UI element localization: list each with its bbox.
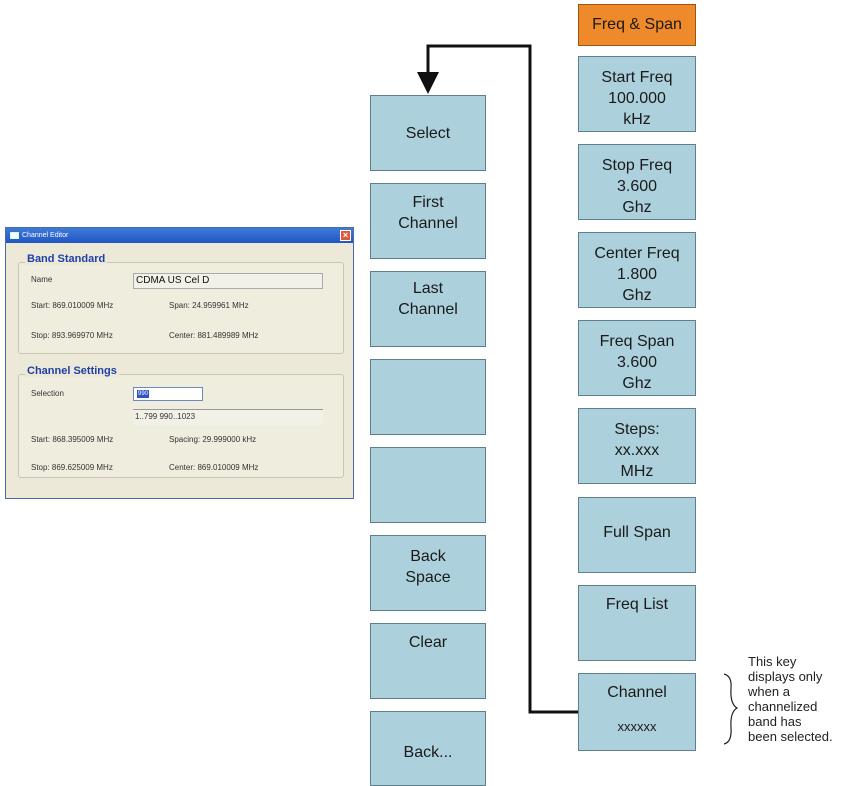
note-brace [723,673,739,745]
steps-key[interactable]: Steps: xx.xxx MHz [578,408,696,484]
channel-editor-dialog: Channel Editor × Band Standard Name CDMA… [5,227,354,499]
clear-key[interactable]: Clear [370,623,486,699]
selection-input[interactable]: 990 [133,387,203,401]
window-icon [10,232,19,239]
last-channel-key[interactable]: Last Channel [370,271,486,347]
band-center-value: Center: 881.489989 MHz [169,331,259,340]
dialog-title-bar: Channel Editor × [6,228,353,243]
select-key[interactable]: Select [370,95,486,171]
band-standard-group: Band Standard Name CDMA US Cel D Start: … [18,253,344,354]
channel-settings-heading: Channel Settings [25,365,119,377]
band-stop-value: Stop: 893.969970 MHz [31,331,113,340]
blank-key-1[interactable] [370,359,486,435]
center-freq-key[interactable]: Center Freq 1.800 Ghz [578,232,696,308]
blank-key-2[interactable] [370,447,486,523]
selection-value: 990 [137,390,150,398]
channel-key-note: This key displays only when a channelize… [748,654,833,744]
channel-range: 1..799 990..1023 [133,409,323,425]
channel-stop-value: Stop: 869.625009 MHz [31,463,113,472]
stop-freq-key[interactable]: Stop Freq 3.600 Ghz [578,144,696,220]
freq-span-key[interactable]: Freq Span 3.600 Ghz [578,320,696,396]
close-icon[interactable]: × [340,230,351,241]
band-start-value: Start: 869.010009 MHz [31,301,114,310]
selection-label: Selection [31,389,64,398]
full-span-key[interactable]: Full Span [578,497,696,573]
channel-settings-group: Channel Settings Selection 990 1..799 99… [18,365,344,478]
start-freq-key[interactable]: Start Freq 100.000 kHz [578,56,696,132]
freq-span-menu-header: Freq & Span [578,4,696,46]
back-space-key[interactable]: Back Space [370,535,486,611]
band-span-value: Span: 24.959961 MHz [169,301,249,310]
channel-spacing-value: Spacing: 29.999000 kHz [169,435,257,444]
channel-key[interactable]: Channel xxxxxx [578,673,696,751]
back-key[interactable]: Back... [370,711,486,786]
band-standard-heading: Band Standard [25,253,108,265]
name-label: Name [31,275,53,284]
first-channel-key[interactable]: First Channel [370,183,486,259]
freq-list-key[interactable]: Freq List [578,585,696,661]
channel-center-value: Center: 869.010009 MHz [169,463,259,472]
dialog-title: Channel Editor [22,232,69,239]
channel-start-value: Start: 868.395009 MHz [31,435,114,444]
band-name-field[interactable]: CDMA US Cel D [133,273,323,289]
